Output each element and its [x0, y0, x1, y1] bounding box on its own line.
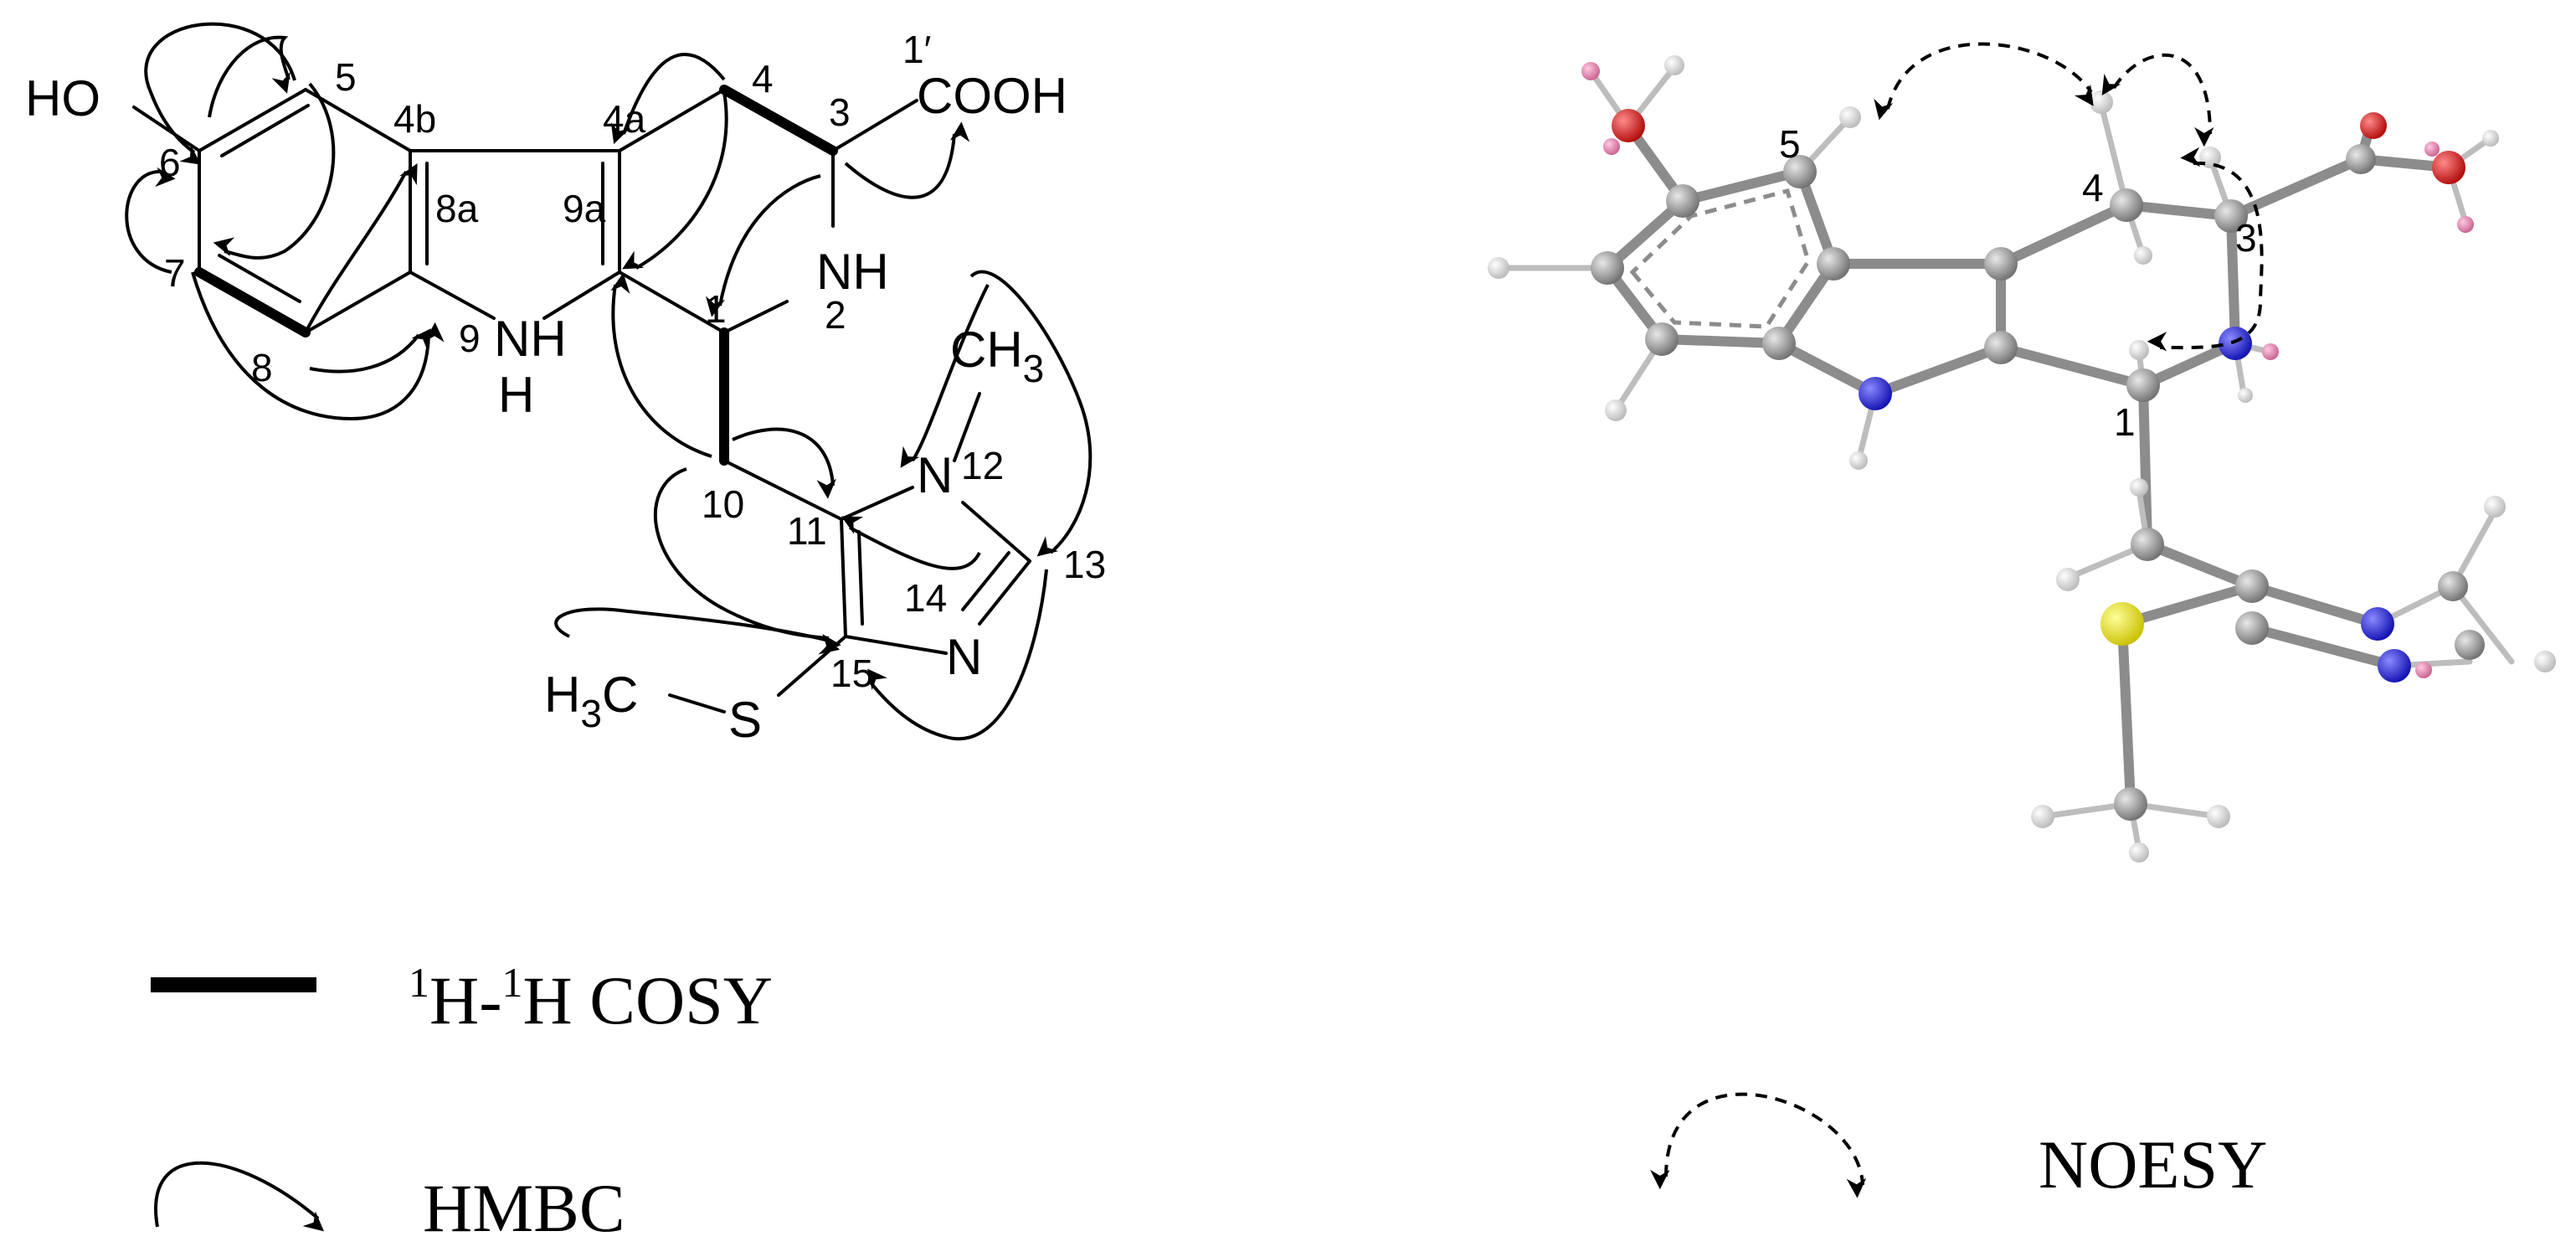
atom-h4b: [2134, 246, 2152, 265]
legend-noesy-label: NOESY: [2039, 1126, 2267, 1203]
atom-2: 2: [825, 293, 846, 337]
atom-s: [2100, 602, 2144, 646]
atom-h1: [2129, 340, 2149, 360]
hmbc-arrows: [125, 22, 1093, 741]
atom-c1: [2126, 368, 2160, 402]
atom-c4a: [1984, 247, 2018, 281]
atom-6: 6: [159, 141, 181, 184]
atom-c10: [2131, 528, 2164, 561]
model-bonds: [1495, 64, 2515, 853]
atom-c1prime: [2346, 144, 2376, 174]
atom-c7: [1591, 251, 1624, 285]
atom-h2a: [2262, 343, 2279, 360]
atom-h10a: [2056, 568, 2080, 591]
legend-hmbc-label: HMBC: [423, 1170, 625, 1246]
legend-noesy-arrow: [1650, 1092, 1867, 1198]
atom-c3: [2214, 199, 2248, 233]
atom-c4b: [1817, 247, 1850, 281]
atom-9: 9: [459, 317, 481, 360]
atom-8a: 8a: [435, 187, 479, 230]
atom-c-methyl-s: [2114, 787, 2147, 821]
atom-13: 13: [1063, 543, 1106, 586]
atom-c-methyl-n: [2438, 571, 2468, 601]
atom-h9: [1849, 451, 1868, 470]
atom-3: 3: [829, 90, 851, 134]
atom-h-n: [2415, 662, 2432, 678]
atom-9a: 9a: [563, 187, 606, 230]
atom-ho: HO: [25, 70, 100, 126]
legend-cosy-label: 1H-1H COSY: [409, 959, 773, 1038]
atom-12: 12: [961, 444, 1004, 487]
atom-10: 10: [702, 482, 744, 526]
legend-hmbc-arrow: [154, 1161, 325, 1232]
atom-n9: [1859, 377, 1892, 410]
model-label-3: 3: [2235, 216, 2257, 260]
atom-cooh: COOH: [917, 68, 1067, 124]
atom-n14: [2378, 649, 2411, 683]
atom-h-methyl-n: [2484, 496, 2506, 518]
model-label-4: 4: [2082, 166, 2104, 209]
atom-o-acid: [2432, 151, 2465, 184]
atom-h-methyl-s-2: [2207, 805, 2230, 828]
atom-7: 7: [164, 251, 186, 295]
atom-h-hydroxyl-1: [1581, 62, 1600, 80]
atom-o-hydroxyl: [1612, 109, 1645, 142]
atom-nh2: NH: [816, 244, 889, 300]
atom-h10b: [2130, 478, 2148, 497]
legend: 1H-1H COSY HMBC NOESY: [151, 959, 2267, 1246]
atom-h3c: H3C: [544, 667, 638, 735]
atom-c11: [2235, 569, 2269, 603]
model-3d: 5 4 3 1: [1488, 42, 2556, 863]
noesy-arrows: [1874, 42, 2264, 352]
atom-h-acid-3: [2424, 142, 2440, 157]
model-label-1: 1: [2114, 400, 2136, 444]
model-label-5: 5: [1779, 122, 1801, 166]
atom-h9: H: [498, 367, 534, 423]
atom-5: 5: [335, 55, 357, 99]
atom-c9a: [1984, 331, 2018, 364]
atom-c13: [2455, 630, 2485, 660]
atom-h8: [1605, 399, 1627, 421]
atom-11: 11: [787, 509, 827, 553]
atom-c15: [2235, 611, 2269, 645]
atom-h-methyl-s-1: [2031, 805, 2054, 828]
atom-h-hydroxyl-3: [1603, 138, 1620, 155]
atom-h5: [1839, 106, 1861, 128]
atom-h-acid-1: [2482, 130, 2499, 147]
atom-15: 15: [830, 652, 873, 695]
atom-h2b: [2238, 388, 2253, 403]
atom-h-acid-2: [2457, 216, 2474, 233]
atom-c6: [1666, 184, 1699, 218]
atom-14: 14: [904, 576, 947, 620]
atom-n14: N: [946, 629, 982, 685]
atom-c8: [1645, 322, 1679, 356]
atom-c5: [1783, 155, 1817, 188]
atom-4: 4: [752, 57, 774, 100]
atom-c4: [2110, 188, 2143, 222]
atom-c8a: [1762, 327, 1796, 360]
atom-h7: [1488, 257, 1509, 279]
atom-nh9: NH: [494, 311, 567, 367]
bond-lines: [132, 85, 1031, 714]
atom-n12: N: [917, 447, 953, 503]
atom-n2: [2219, 327, 2252, 360]
atom-1prime: 1′: [902, 28, 931, 71]
atom-h4a: [2090, 90, 2113, 114]
atom-h-methyl-s-3: [2129, 842, 2149, 863]
atom-h13: [2534, 651, 2556, 672]
atom-o-carbonyl: [2360, 112, 2387, 139]
atom-s: S: [728, 692, 762, 748]
atom-ch3: CH3: [950, 322, 1044, 390]
model-atoms: [1488, 55, 2556, 863]
atom-4b: 4b: [393, 97, 436, 141]
structure-2d: HO 5 4b 4a 4 3 1′ COOH 6 7 8 8a 9a NH 2 …: [25, 22, 1106, 748]
atom-h-hydroxyl-2: [1664, 55, 1684, 75]
atom-n12: [2361, 607, 2394, 641]
